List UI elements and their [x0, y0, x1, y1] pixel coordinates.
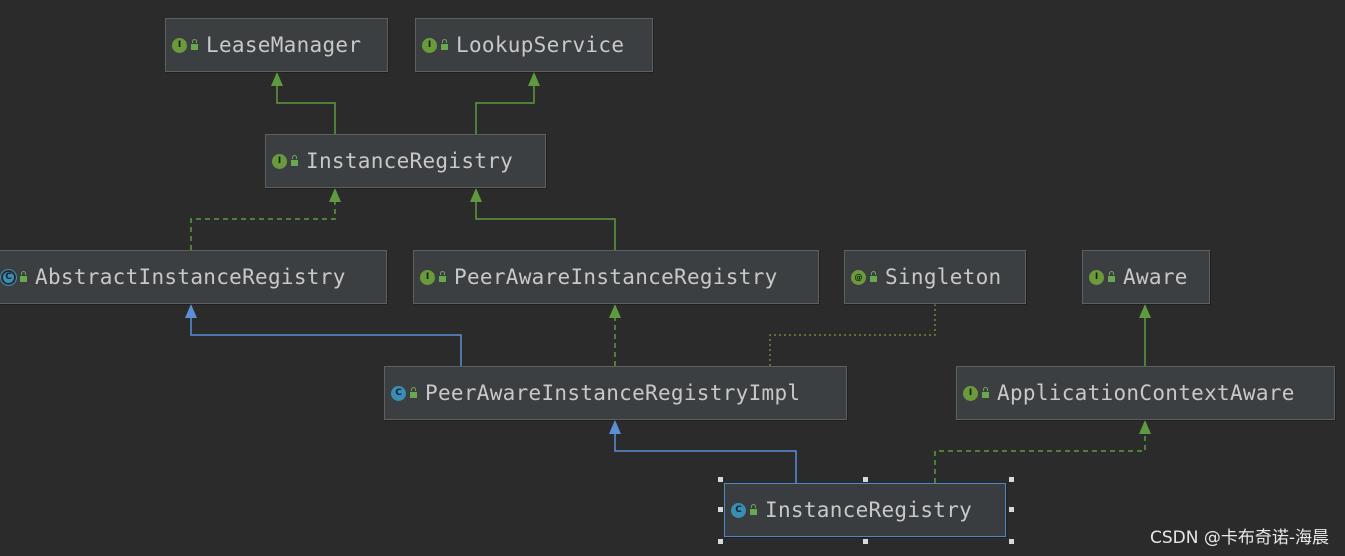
edge-instance-registry-to-lease-manager	[271, 72, 336, 134]
resize-handle-top-center[interactable]	[863, 477, 868, 482]
edge-impl-to-abstract-registry	[185, 304, 462, 366]
interface-icon: I	[172, 37, 187, 53]
node-label: LookupService	[456, 33, 625, 57]
watermark: CSDN @卡布奇诺-海晨	[1149, 528, 1329, 548]
interface-icon: I	[963, 385, 978, 401]
public-lock-icon	[439, 271, 446, 282]
resize-handle-middle-left[interactable]	[718, 507, 723, 512]
resize-handle-top-right[interactable]	[1009, 477, 1014, 482]
node-lookup-service[interactable]: I LookupService	[415, 18, 653, 72]
node-label: PeerAwareInstanceRegistryImpl	[425, 381, 801, 405]
node-peer-aware-instance-registry[interactable]: I PeerAwareInstanceRegistry	[413, 250, 819, 304]
public-lock-icon	[191, 39, 198, 50]
node-label: InstanceRegistry	[765, 498, 973, 522]
edge-impl-to-singleton	[769, 304, 936, 366]
resize-handle-bottom-right[interactable]	[1009, 539, 1014, 544]
edge-application-context-aware-to-aware	[1139, 304, 1151, 366]
node-singleton[interactable]: @ Singleton	[844, 250, 1026, 304]
node-instance-registry-interface[interactable]: I InstanceRegistry	[265, 134, 546, 188]
node-label: Aware	[1123, 265, 1188, 289]
node-aware[interactable]: I Aware	[1082, 250, 1210, 304]
public-lock-icon	[20, 271, 27, 282]
node-label: ApplicationContextAware	[997, 381, 1295, 405]
node-label: AbstractInstanceRegistry	[35, 265, 346, 289]
class-icon: C	[391, 385, 406, 401]
node-abstract-instance-registry[interactable]: C AbstractInstanceRegistry	[0, 250, 387, 304]
interface-icon: I	[272, 153, 287, 169]
resize-handle-bottom-left[interactable]	[718, 539, 723, 544]
public-lock-icon	[441, 39, 448, 50]
resize-handle-bottom-center[interactable]	[863, 539, 868, 544]
class-icon: C	[731, 502, 746, 518]
public-lock-icon	[291, 155, 298, 166]
node-peer-aware-instance-registry-impl[interactable]: C PeerAwareInstanceRegistryImpl	[384, 366, 847, 420]
node-label: PeerAwareInstanceRegistry	[454, 265, 778, 289]
public-lock-icon	[870, 271, 877, 282]
node-label: Singleton	[885, 265, 1002, 289]
edge-instance-registry-to-lookup-service	[475, 72, 540, 134]
public-lock-icon	[750, 504, 757, 515]
abstract-class-icon: C	[0, 268, 17, 286]
edge-instance-registry-class-to-impl	[609, 420, 797, 483]
edge-impl-to-peer-aware-registry	[609, 304, 621, 366]
edge-instance-registry-class-to-application-context-aware	[934, 420, 1151, 483]
node-instance-registry-class[interactable]: C InstanceRegistry	[724, 483, 1006, 537]
node-label: LeaseManager	[206, 33, 362, 57]
node-lease-manager[interactable]: I LeaseManager	[165, 18, 388, 72]
public-lock-icon	[1108, 271, 1115, 282]
node-label: InstanceRegistry	[306, 149, 514, 173]
public-lock-icon	[982, 387, 989, 398]
interface-icon: I	[420, 269, 435, 285]
interface-icon: I	[1089, 269, 1104, 285]
node-application-context-aware[interactable]: I ApplicationContextAware	[956, 366, 1335, 420]
resize-handle-top-left[interactable]	[718, 477, 723, 482]
annotation-icon: @	[851, 269, 866, 285]
edge-peer-aware-registry-to-instance-registry	[470, 188, 616, 250]
interface-icon: I	[422, 37, 437, 53]
edge-abstract-registry-to-instance-registry	[190, 188, 341, 250]
resize-handle-middle-right[interactable]	[1009, 507, 1014, 512]
public-lock-icon	[410, 387, 417, 398]
